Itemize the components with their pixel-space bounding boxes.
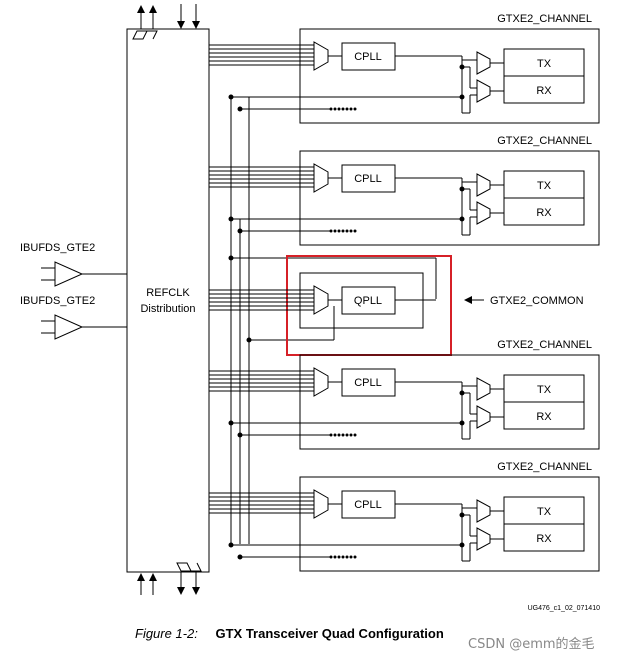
channel-2: GTXE2_CHANNEL CPLL TX RX <box>209 135 600 246</box>
bottom-pins <box>137 562 202 595</box>
cpll-input-mux <box>313 489 329 519</box>
rx-block <box>503 75 585 104</box>
refclk-label-line2: Distribution <box>140 303 195 315</box>
rx-block <box>503 197 585 226</box>
cpll-label: CPLL <box>354 377 382 389</box>
cpll-label: CPLL <box>354 51 382 63</box>
ibufds-label-2: IBUFDS_GTE2 <box>20 295 95 307</box>
rx-mux <box>476 79 491 103</box>
figure-caption: Figure 1-2: GTX Transceiver Quad Configu… <box>135 626 444 641</box>
channel-box <box>299 476 600 572</box>
rx-label: RX <box>536 85 552 97</box>
qpll-label: QPLL <box>354 295 382 307</box>
rx-block <box>503 401 585 430</box>
channel-title: GTXE2_CHANNEL <box>497 13 592 25</box>
common-input-lines <box>209 289 314 311</box>
common-mux <box>313 285 329 315</box>
channel-box <box>299 28 600 124</box>
channel-title: GTXE2_CHANNEL <box>497 135 592 147</box>
channel-title: GTXE2_CHANNEL <box>497 339 592 351</box>
channel-1: GTXE2_CHANNEL CPLL TX RX <box>209 13 600 124</box>
rx-mux <box>476 527 491 551</box>
caption-title: GTX Transceiver Quad Configuration <box>215 626 444 641</box>
channel-title: GTXE2_CHANNEL <box>497 461 592 473</box>
gtxe2-common-label: GTXE2_COMMON <box>490 295 584 307</box>
figure-id: UG476_c1_02_071410 <box>528 605 601 612</box>
tx-label: TX <box>537 58 552 70</box>
watermark: CSDN @emm的金毛 <box>468 637 595 652</box>
tx-mux <box>476 499 491 523</box>
rx-mux <box>476 201 491 225</box>
rx-label: RX <box>536 207 552 219</box>
cpll-input-mux <box>313 163 329 193</box>
caption-number: Figure 1-2: <box>135 626 198 641</box>
top-pins <box>132 4 200 40</box>
tx-label: TX <box>537 180 552 192</box>
tx-mux <box>476 51 491 75</box>
clock-bus-verticals <box>230 97 250 544</box>
tx-mux <box>476 377 491 401</box>
cpll-input-mux <box>313 41 329 71</box>
channel-box <box>299 354 600 450</box>
ibufds-buffer-2 <box>41 314 127 340</box>
ibufds-label-1: IBUFDS_GTE2 <box>20 242 95 254</box>
qpll-bus-lines <box>228 255 437 343</box>
channel-3: GTXE2_CHANNEL CPLL TX RX <box>209 339 600 450</box>
channel-box <box>299 150 600 246</box>
cpll-input-mux <box>313 367 329 397</box>
tx-mux <box>476 173 491 197</box>
rx-mux <box>476 405 491 429</box>
refclk-distribution-block <box>126 28 210 573</box>
ibufds-buffer-1 <box>41 261 127 287</box>
refclk-label-line1: REFCLK <box>146 287 190 299</box>
cpll-label: CPLL <box>354 173 382 185</box>
tx-label: TX <box>537 384 552 396</box>
channel-4: GTXE2_CHANNEL CPLL TX RX <box>209 461 600 572</box>
rx-label: RX <box>536 411 552 423</box>
rx-block <box>503 523 585 552</box>
rx-label: RX <box>536 533 552 545</box>
tx-label: TX <box>537 506 552 518</box>
cpll-label: CPLL <box>354 499 382 511</box>
